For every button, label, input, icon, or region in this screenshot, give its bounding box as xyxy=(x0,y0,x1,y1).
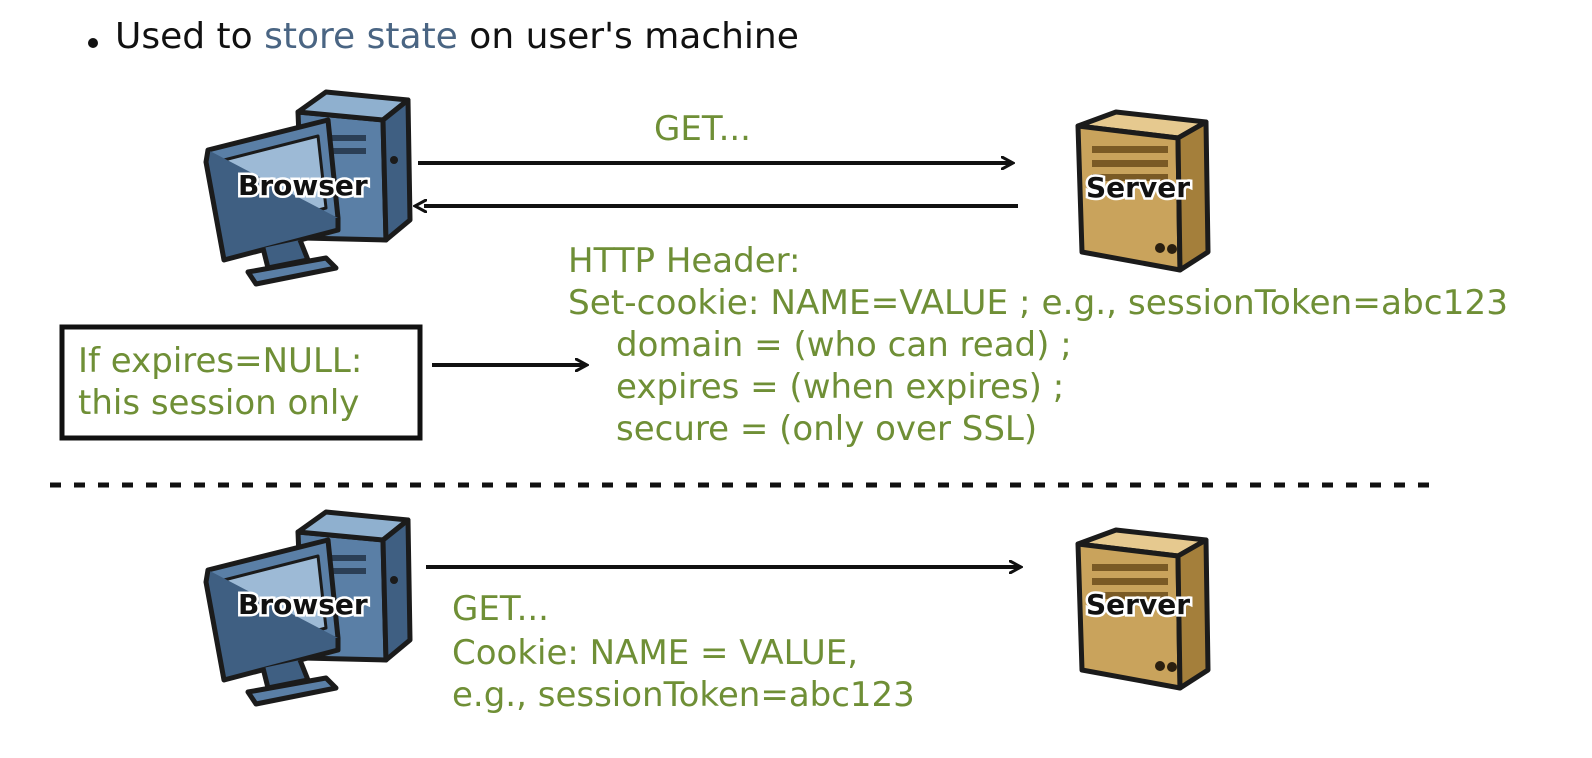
request-text-bottom: GET... Cookie: NAME = VALUE, e.g., sessi… xyxy=(452,589,915,715)
http-header-line: HTTP Header: xyxy=(568,241,800,281)
bullet-dot xyxy=(88,38,98,48)
expires-line: expires = (when expires) ; xyxy=(616,367,1064,407)
request-label-top: GET... xyxy=(654,109,751,149)
note-box xyxy=(59,324,423,441)
browser-label-bottom: Browser xyxy=(238,588,368,621)
bottom-cookie-line: Cookie: NAME = VALUE, xyxy=(452,633,858,673)
note-line-2: this session only xyxy=(78,383,359,423)
note-line-1: If expires=NULL: xyxy=(78,341,362,381)
domain-line: domain = (who can read) ; xyxy=(616,325,1072,365)
server-label-top: Server xyxy=(1086,171,1190,204)
server-label-bottom: Server xyxy=(1086,588,1190,621)
bottom-get-line: GET... xyxy=(452,589,549,629)
bottom-example-line: e.g., sessionToken=abc123 xyxy=(452,675,915,715)
set-cookie-line: Set-cookie: NAME=VALUE ; e.g., sessionTo… xyxy=(568,283,1508,323)
secure-line: secure = (only over SSL) xyxy=(616,409,1037,449)
bullet-text: Used to store state on user's machine xyxy=(115,16,799,57)
response-header-text: HTTP Header: Set-cookie: NAME=VALUE ; e.… xyxy=(568,241,1508,449)
browser-label-top: Browser xyxy=(238,169,368,202)
